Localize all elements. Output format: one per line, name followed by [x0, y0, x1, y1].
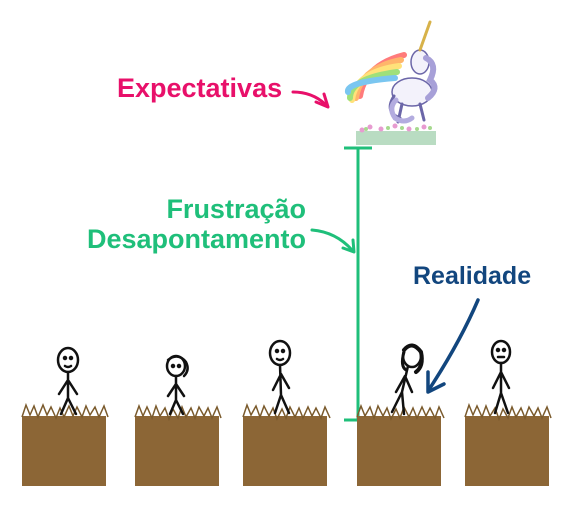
frustration-label: Frustração	[166, 194, 306, 224]
stick-figure-icon	[390, 343, 424, 416]
soil-block	[356, 403, 445, 486]
frustration-arrowhead	[341, 238, 356, 254]
soil-block	[464, 402, 552, 486]
stick-figure-icon	[490, 339, 512, 415]
expectations-arrow	[291, 90, 327, 106]
reality-arrow	[428, 298, 480, 390]
stick-figure-icon	[165, 354, 189, 416]
frustration-arrow	[310, 228, 354, 252]
gap-bracket	[344, 146, 372, 422]
soil-block	[134, 403, 222, 486]
expectations-platform	[356, 131, 436, 145]
soil-block	[242, 402, 331, 486]
reality-label: Realidade	[413, 262, 532, 290]
soil-blocks	[21, 402, 552, 486]
stick-figure-icon	[268, 339, 292, 415]
expectations-arrowhead	[314, 92, 330, 109]
reality-arrowhead	[426, 370, 446, 394]
expectations-label: Expectativas	[117, 73, 283, 103]
soil-block	[21, 402, 109, 486]
unicorn-rainbow-icon	[345, 20, 438, 145]
stick-figure-icon	[56, 346, 80, 416]
disappointment-label: Desapontamento	[86, 224, 306, 254]
